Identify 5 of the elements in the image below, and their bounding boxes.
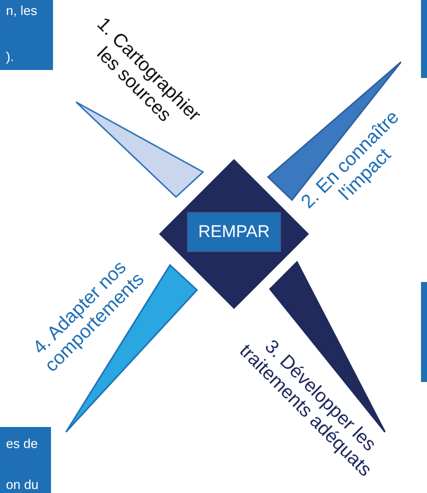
panel-text: es de [6,437,38,450]
title-label: REMPAR [187,212,281,252]
panel-text: on du [6,478,39,491]
panel-text: n, les [6,4,38,17]
panel-text: ). [6,50,14,63]
